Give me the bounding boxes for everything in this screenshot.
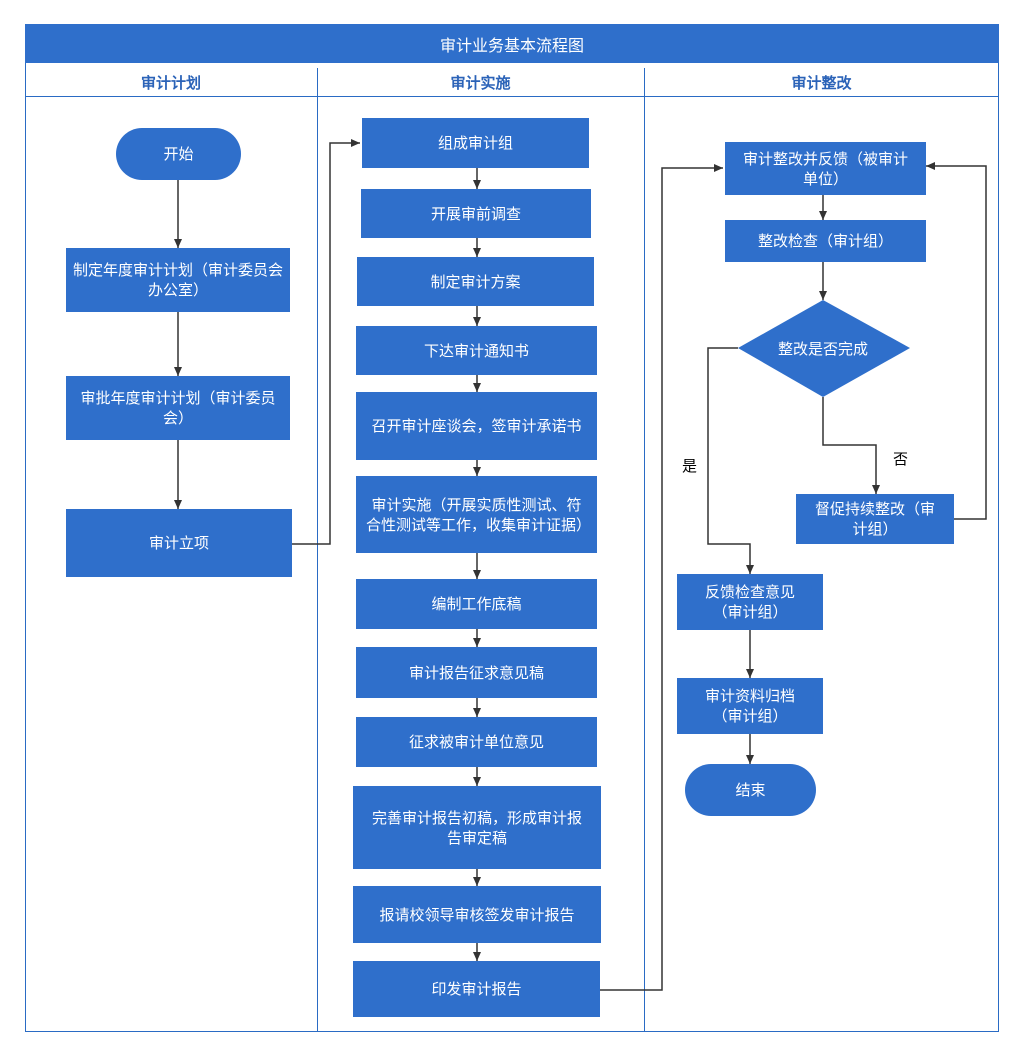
start-node: 开始 xyxy=(116,128,241,180)
form-group-box: 组成审计组 xyxy=(362,118,589,168)
arrow-no-path xyxy=(822,397,880,494)
final-box: 完善审计报告初稿，形成审计报告审定稿 xyxy=(353,786,601,869)
approve-plan-box: 审批年度审计计划（审计委员会） xyxy=(66,376,290,440)
project-box: 审计立项 xyxy=(66,509,292,577)
decision-label: 整改是否完成 xyxy=(777,339,868,358)
meeting-box: 召开审计座谈会，签审计承诺书 xyxy=(356,392,597,460)
yes-label: 是 xyxy=(682,457,698,475)
arrow-urge-back xyxy=(926,162,987,520)
annual-plan-box: 制定年度审计计划（审计委员会办公室） xyxy=(66,248,290,312)
archive-box: 审计资料归档（审计组） xyxy=(677,678,823,734)
feedback-box: 审计整改并反馈（被审计单位） xyxy=(725,142,926,195)
urge-box: 督促持续整改（审计组） xyxy=(796,494,954,544)
make-scheme-box: 制定审计方案 xyxy=(357,257,594,306)
issue-box: 印发审计报告 xyxy=(353,961,600,1017)
arrow-issue-to-feedback xyxy=(600,164,723,991)
check-opinion-box: 反馈检查意见（审计组） xyxy=(677,574,823,630)
notice-box: 下达审计通知书 xyxy=(356,326,597,375)
execute-box: 审计实施（开展实质性测试、符合性测试等工作，收集审计证据） xyxy=(356,476,597,553)
check-box: 整改检查（审计组） xyxy=(725,220,926,262)
decision-diamond xyxy=(738,300,910,397)
header-divider xyxy=(25,96,999,97)
arrow-yes-path xyxy=(707,347,754,574)
no-label: 否 xyxy=(893,450,909,468)
report-draft-box: 审计报告征求意见稿 xyxy=(356,647,597,698)
pre-survey-box: 开展审前调查 xyxy=(361,189,591,238)
lane-header-implement: 审计实施 xyxy=(450,73,511,92)
diagram-title: 审计业务基本流程图 xyxy=(25,24,999,63)
opinion-box: 征求被审计单位意见 xyxy=(356,717,597,767)
lane-header-plan: 审计计划 xyxy=(140,73,201,92)
lane-divider-2 xyxy=(644,68,645,1032)
lane-header-rectify: 审计整改 xyxy=(791,73,852,92)
draft-box: 编制工作底稿 xyxy=(356,579,597,629)
end-node: 结束 xyxy=(685,764,816,816)
submit-box: 报请校领导审核签发审计报告 xyxy=(353,886,601,943)
arrow-project-to-group xyxy=(292,139,360,545)
lane-divider-1 xyxy=(317,68,318,1032)
